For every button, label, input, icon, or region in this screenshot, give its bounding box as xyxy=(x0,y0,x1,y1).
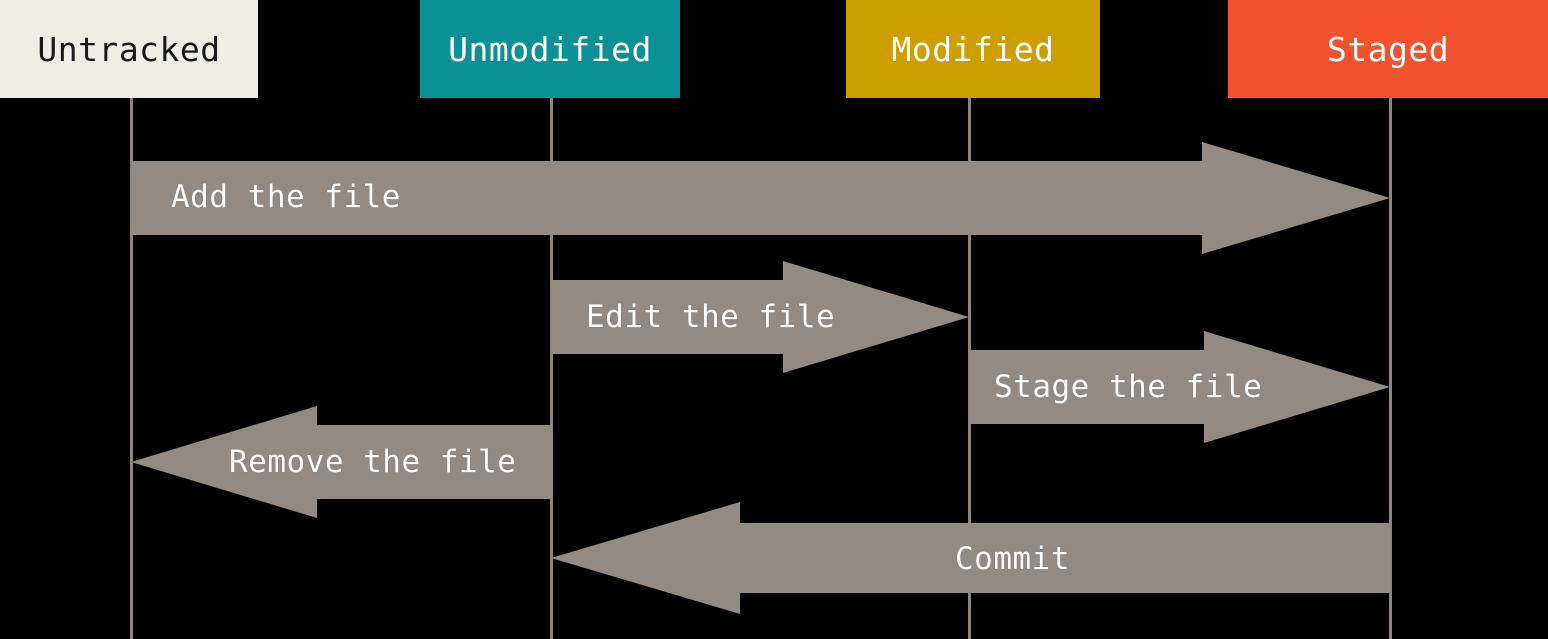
transition-label-remove: Remove the file xyxy=(229,444,517,480)
state-box-unmodified: Unmodified xyxy=(420,0,680,98)
transition-arrow-add: Add the file xyxy=(131,142,1391,254)
guide-line-staged xyxy=(1389,98,1392,639)
state-label-modified: Modified xyxy=(891,29,1055,69)
state-label-untracked: Untracked xyxy=(37,29,221,69)
transition-label-add: Add the file xyxy=(171,179,401,215)
state-box-untracked: Untracked xyxy=(0,0,258,98)
transition-arrow-edit: Edit the file xyxy=(551,261,970,373)
transition-arrow-remove: Remove the file xyxy=(131,406,552,518)
transition-label-stage: Stage the file xyxy=(994,369,1263,405)
transition-arrow-stage: Stage the file xyxy=(969,331,1391,443)
state-label-unmodified: Unmodified xyxy=(448,29,652,69)
state-box-modified: Modified xyxy=(846,0,1100,98)
guide-line-untracked xyxy=(130,98,133,639)
state-box-staged: Staged xyxy=(1228,0,1548,98)
transition-arrow-commit: Commit xyxy=(551,502,1390,614)
state-label-staged: Staged xyxy=(1326,29,1450,69)
transition-label-edit: Edit the file xyxy=(586,299,836,335)
transition-label-commit: Commit xyxy=(955,541,1070,577)
guide-line-unmodified xyxy=(550,98,553,639)
